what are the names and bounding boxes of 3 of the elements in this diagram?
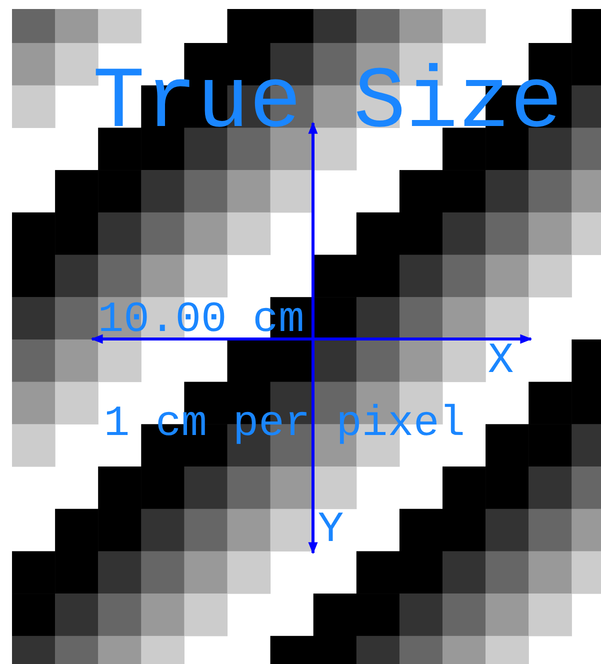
scale-note: 1 cm per pixel [104, 402, 466, 446]
axis-label: X [488, 339, 514, 382]
axis-label: Y [318, 508, 344, 552]
